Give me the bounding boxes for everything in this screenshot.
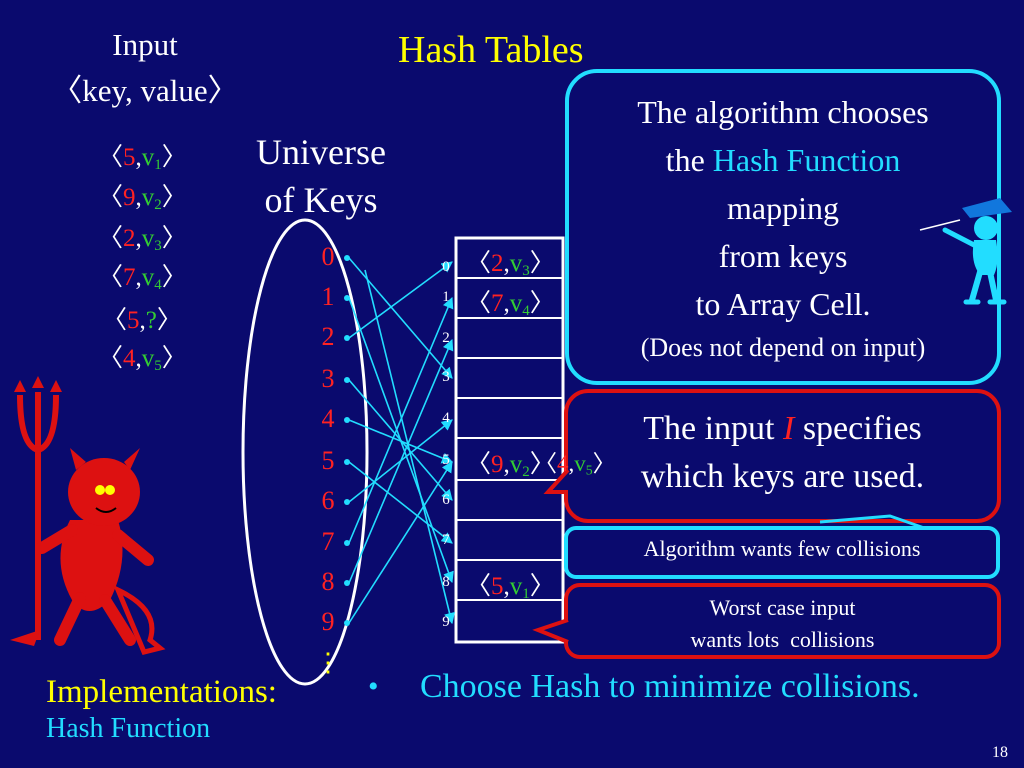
worst-case-line1: Worst case input xyxy=(709,595,856,620)
algorithm-line3: mapping xyxy=(727,190,839,226)
table-entry: 〈4,v5〉 xyxy=(534,451,616,478)
page-title: Hash Tables xyxy=(398,29,584,71)
table-index: 6 xyxy=(442,492,450,508)
universe-label-line2: of Keys xyxy=(264,180,378,220)
input-label-line1: Input xyxy=(112,27,178,62)
table-index: 9 xyxy=(442,614,450,630)
few-collisions-bubble: Algorithm wants few collisions xyxy=(643,536,921,561)
table-entry: 〈7,v4〉 xyxy=(466,290,555,319)
hash-arrow xyxy=(348,257,453,379)
hash-table xyxy=(454,236,565,644)
hash-arrow xyxy=(364,269,456,625)
universe-key: 4 xyxy=(321,404,335,433)
algorithm-line4: from keys xyxy=(718,238,848,274)
universe-key: 6 xyxy=(321,486,335,515)
input-pair: 〈4,v5〉 xyxy=(98,345,187,374)
table-index: 2 xyxy=(442,330,450,346)
algorithm-line1: The algorithm chooses xyxy=(637,94,929,130)
universe-key: 8 xyxy=(321,567,335,596)
universe-label-line1: Universe xyxy=(256,132,386,172)
worst-bubble-tail xyxy=(532,618,569,644)
table-index: 4 xyxy=(442,410,450,426)
page-number: 18 xyxy=(992,744,1008,761)
choose-hash-text: Choose Hash to minimize collisions. xyxy=(420,668,920,705)
worst-case-bubble: Worst case input wants lots collisions xyxy=(566,592,999,656)
universe-key: 0 xyxy=(321,242,335,271)
hash-arrow xyxy=(348,338,454,584)
input-label: Input 〈key, value〉 xyxy=(40,22,250,114)
table-index: 7 xyxy=(442,532,450,548)
universe-ellipsis: ⋮ xyxy=(315,648,341,677)
input-bubble-line1: The input I specifies xyxy=(643,410,922,447)
input-bubble-tail xyxy=(543,468,570,494)
input-label-line2: 〈key, value〉 xyxy=(51,73,239,108)
table-entry: 〈9,v2〉 xyxy=(466,451,555,480)
universe-label: Universe of Keys xyxy=(226,128,416,224)
input-bubble-frame xyxy=(564,389,1001,523)
algorithm-bubble: The algorithm chooses the Hash Function … xyxy=(567,88,999,368)
universe-key: 3 xyxy=(321,364,335,393)
algorithm-line2: the Hash Function xyxy=(665,142,901,178)
worst-case-line2: wants lots collisions xyxy=(690,627,875,652)
algorithm-line5: to Array Cell. xyxy=(695,286,871,322)
table-entry: 〈2,v3〉 xyxy=(466,250,555,279)
hash-arrow xyxy=(348,419,454,464)
input-pair: 〈2,v3〉 xyxy=(98,225,187,254)
hash-arrow xyxy=(348,461,453,544)
input-pair: 〈5,v1〉 xyxy=(98,144,187,173)
hash-arrow xyxy=(348,461,453,624)
algorithm-line6: (Does not depend on input) xyxy=(640,333,926,362)
table-index: 1 xyxy=(442,289,450,305)
devil-icon xyxy=(10,376,166,655)
table-index: 8 xyxy=(442,574,450,590)
algorithm-bubble-frame xyxy=(565,69,1001,385)
hash-arrow xyxy=(348,296,454,544)
input-bubble: The input I specifies which keys are use… xyxy=(566,405,999,501)
key-dots xyxy=(344,255,350,626)
implementations-label: Implementations: xyxy=(46,674,277,710)
table-index: 5 xyxy=(442,452,450,468)
universe-key: 1 xyxy=(321,282,335,311)
professor-icon xyxy=(942,198,1012,305)
table-index: 3 xyxy=(442,369,450,385)
bullet-point: • xyxy=(368,670,379,703)
hash-function-highlight: Hash Function xyxy=(712,142,901,178)
table-entry: 〈5,v1〉 xyxy=(466,573,555,602)
universe-key: 2 xyxy=(321,322,335,351)
hash-arrow xyxy=(348,261,453,339)
input-bubble-line2: which keys are used. xyxy=(640,458,925,495)
few-bubble-frame xyxy=(564,526,1000,579)
hash-arrows xyxy=(348,257,456,625)
universe-key: 7 xyxy=(321,527,335,556)
algorithm-bubble-tail xyxy=(919,219,961,231)
table-index: 0 xyxy=(442,259,450,275)
universe-key: 9 xyxy=(321,607,335,636)
input-pair: 〈5,?〉 xyxy=(102,307,182,334)
hash-arrow xyxy=(348,379,453,501)
hash-function-link[interactable]: Hash Function xyxy=(46,713,211,744)
universe-ellipse xyxy=(241,218,369,686)
universe-key: 5 xyxy=(321,446,335,475)
input-pair: 〈9,v2〉 xyxy=(98,184,187,213)
input-pair: 〈7,v4〉 xyxy=(98,264,187,293)
